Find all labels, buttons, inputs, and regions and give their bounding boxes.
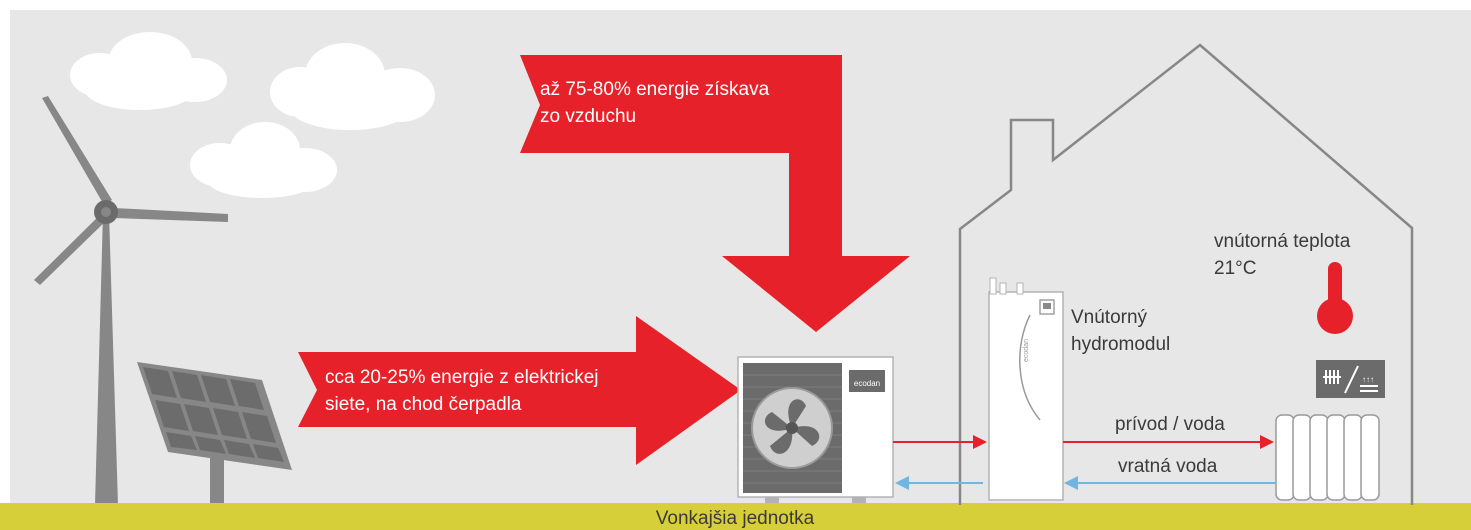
thermometer-icon (1317, 262, 1353, 334)
supply-flow-arrow-indoor (1063, 435, 1274, 449)
air-energy-label-2: zo vzduchu (540, 106, 636, 127)
ground-label: Vonkajšia jednotka (656, 508, 815, 529)
indoor-temp-label-1: vnútorná teplota (1214, 231, 1351, 252)
hydromodule-label-2: hydromodul (1071, 334, 1170, 355)
hydromodule-label-1: Vnútorný (1071, 307, 1148, 328)
hydromodule-unit: ecodan (988, 277, 1064, 501)
svg-text:↑↑↑: ↑↑↑ (1362, 375, 1374, 384)
radiator-icon (1275, 414, 1380, 501)
solar-panel-icon (137, 362, 292, 505)
cloud-icon (270, 43, 435, 130)
supply-flow-arrow-outdoor (893, 435, 987, 449)
cloud-icon (190, 122, 337, 198)
outdoor-unit: ecodan (737, 356, 894, 503)
air-energy-label-1: až 75-80% energie získava (540, 79, 770, 100)
hydromodule-brand: ecodan (1023, 339, 1030, 362)
return-flow-label: vratná voda (1118, 456, 1218, 477)
air-energy-arrow (520, 55, 910, 332)
return-flow-arrow-indoor (1064, 476, 1276, 490)
return-flow-arrow-outdoor (895, 476, 983, 490)
indoor-temp-label-2: 21°C (1214, 258, 1256, 279)
radiator-floor-heating-icon: ↑↑↑ (1316, 360, 1385, 398)
outdoor-unit-brand: ecodan (854, 379, 880, 388)
ground-bar (0, 503, 1471, 530)
cloud-icon (70, 32, 227, 110)
electric-energy-arrow (298, 316, 741, 465)
electric-energy-label-1: cca 20-25% energie z elektrickej (325, 367, 599, 388)
fan-icon (764, 399, 820, 454)
wind-turbine-icon (34, 96, 228, 505)
house-outline (958, 43, 1414, 505)
electric-energy-label-2: siete, na chod čerpadla (325, 394, 522, 415)
supply-flow-label: prívod / voda (1115, 414, 1225, 435)
